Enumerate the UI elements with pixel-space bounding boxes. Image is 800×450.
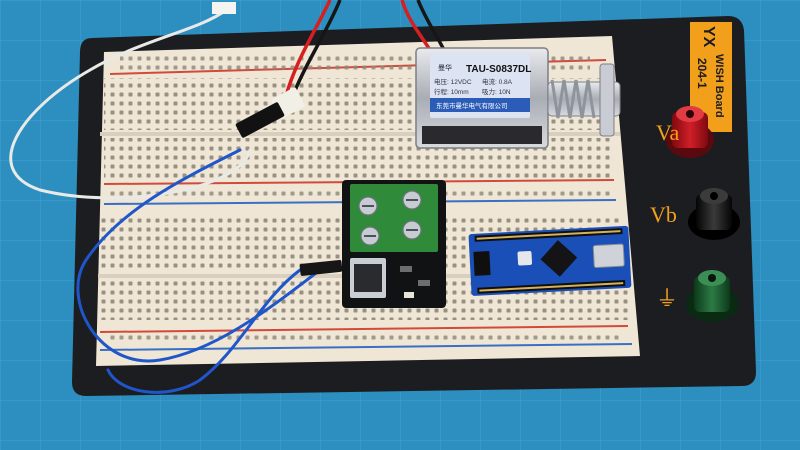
- mosfet-module: [342, 180, 446, 308]
- solenoid-model: TAU-S0837DL: [466, 64, 531, 75]
- post-red-body: [672, 112, 708, 148]
- solenoid-spring: [550, 79, 596, 119]
- binding-post-red: [666, 106, 714, 158]
- white-wire-plug: [212, 2, 236, 14]
- mosfet-chip-body: [354, 264, 382, 292]
- solenoid-label-footer: [430, 98, 530, 112]
- post-black-hole: [710, 192, 718, 200]
- arduino-nano: [468, 225, 632, 296]
- nano-mcu: [540, 240, 578, 277]
- smd-led: [404, 292, 414, 298]
- blue-wire-plug: [299, 259, 343, 276]
- model-number: 204-1: [695, 58, 709, 89]
- solenoid-wire-red: [284, 0, 332, 97]
- solenoid-coil-window: [422, 126, 542, 144]
- binding-post-black: [688, 188, 740, 240]
- solenoid: 曼华 TAU-S0837DL 电压: 12VDC 电流: 0.8A 行程: 10…: [415, 47, 621, 149]
- solenoid-tip: [599, 63, 615, 137]
- nano-usb-port: [592, 243, 625, 268]
- breadboard-channel-1: [100, 132, 620, 136]
- post-red-hole: [686, 110, 694, 118]
- wish-board-label: YX WISH Board 204-1: [690, 22, 732, 132]
- rail-red-lower: [99, 325, 629, 333]
- solenoid-wire-red-2: [400, 0, 432, 51]
- binding-post-green: [686, 270, 738, 322]
- terminal-label-va: Va: [656, 120, 679, 145]
- nano-icsp-header: [473, 251, 491, 276]
- breadboard-holes-rail-bottom: [110, 334, 620, 344]
- solenoid-spec-stroke: 行程: 10mm: [434, 87, 469, 96]
- blue-wire-1: [76, 148, 322, 363]
- nano-pin-row-bottom: [479, 282, 624, 292]
- brand-logo: YX: [700, 26, 717, 48]
- brand-name: WISH Board: [713, 54, 725, 118]
- blue-wire-2: [106, 268, 302, 394]
- solenoid-spec-voltage: 电压: 12VDC: [434, 77, 472, 86]
- smd-part-2: [418, 280, 430, 286]
- nano-pin-row-top: [476, 230, 621, 240]
- solenoid-brand: 曼华: [438, 63, 452, 72]
- post-green-hole: [708, 274, 716, 282]
- solenoid-maker: 东莞市曼华电气有限公司: [436, 101, 508, 110]
- white-wire: [9, 8, 252, 200]
- smd-part-1: [400, 266, 412, 272]
- nano-header-pins: [476, 230, 624, 292]
- terminal-label-vb: Vb: [650, 202, 677, 227]
- solenoid-wire-black: [290, 0, 342, 99]
- post-green-body: [694, 276, 730, 312]
- terminal-label-ground: ⏚: [656, 286, 678, 311]
- solenoid-spec-force: 吸力: 10N: [482, 87, 511, 96]
- wish-label-plate: [690, 22, 732, 132]
- dupont-header-black: [235, 102, 285, 138]
- nano-reset-button: [517, 250, 533, 266]
- solenoid-wire-black-2: [416, 0, 446, 51]
- solenoid-spec-current: 电流: 0.8A: [482, 77, 513, 86]
- screw-slots: [362, 199, 418, 237]
- rail-blue-lower: [99, 343, 633, 351]
- post-black-body: [696, 194, 732, 230]
